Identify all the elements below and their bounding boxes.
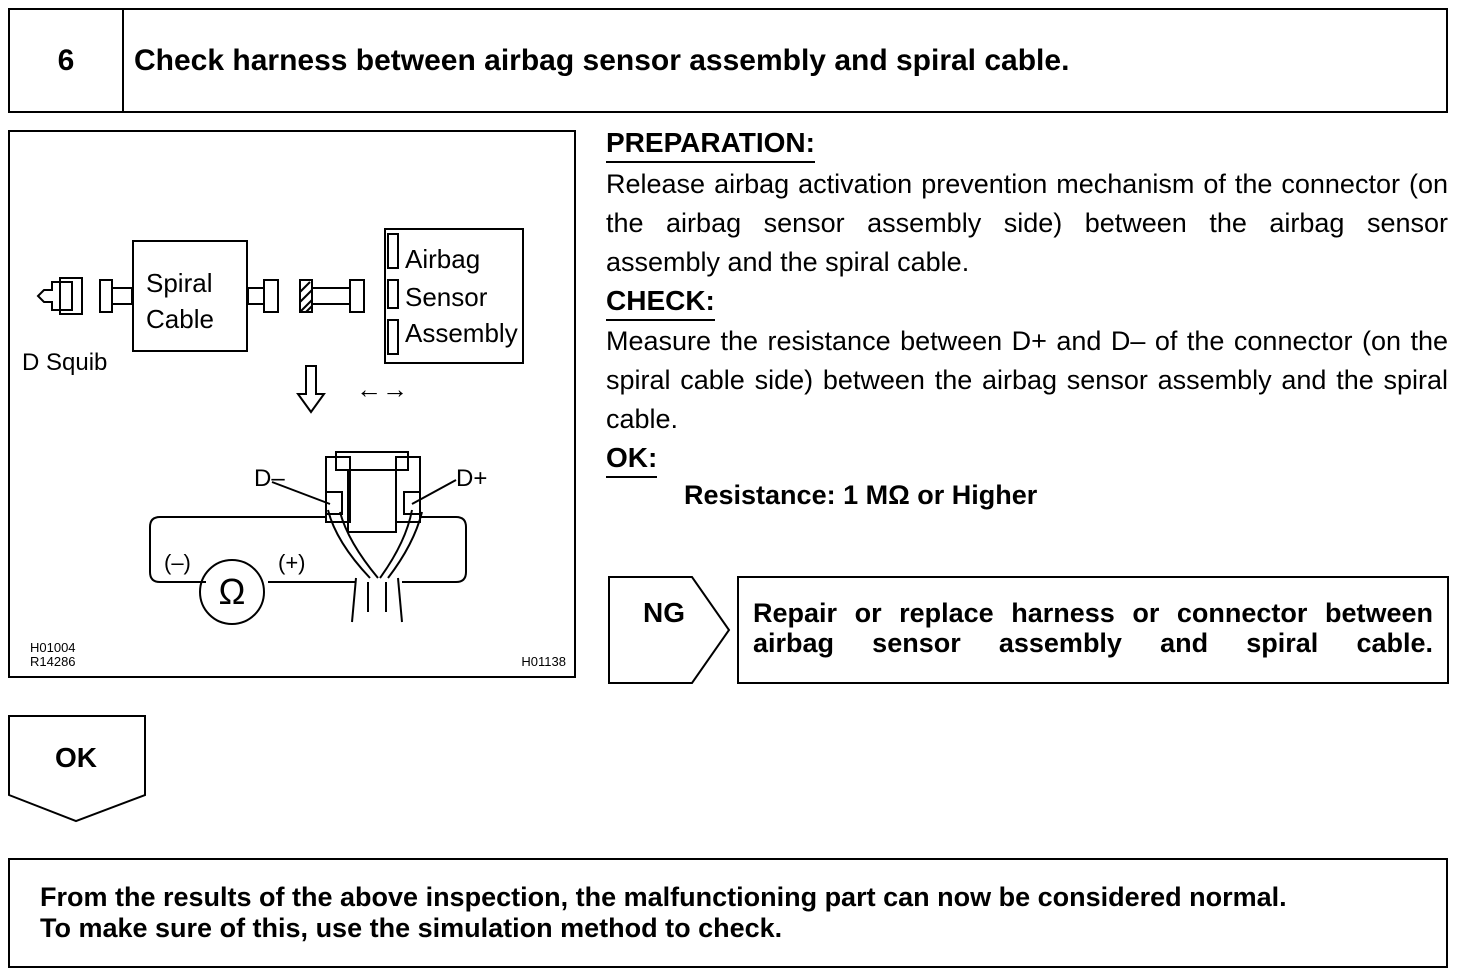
ok-resistance-value: Resistance: 1 MΩ or Higher bbox=[684, 480, 1038, 510]
inspection-diagram: Spiral Cable Airbag Sensor Assembly D Sq… bbox=[8, 130, 576, 678]
label-assembly: Assembly bbox=[405, 318, 518, 348]
ng-arrow: NG bbox=[608, 576, 731, 684]
label-disconnect-arrows: ←→ bbox=[356, 374, 408, 404]
step-title: Check harness between airbag sensor asse… bbox=[134, 43, 1070, 77]
ng-label: NG bbox=[643, 597, 685, 628]
ng-result-text: Repair or replace harness or connector b… bbox=[753, 598, 1433, 658]
preparation-heading: PREPARATION: bbox=[606, 126, 815, 163]
ok-flow-label: OK bbox=[55, 742, 97, 773]
diagram-svg: Spiral Cable Airbag Sensor Assembly D Sq… bbox=[22, 228, 566, 669]
preparation-text: Release airbag activation prevention mec… bbox=[606, 169, 1448, 277]
label-positive: (+) bbox=[278, 550, 306, 575]
label-d-plus: D+ bbox=[456, 465, 487, 492]
ohm-meter-icon: Ω bbox=[219, 571, 246, 612]
label-cable: Cable bbox=[146, 304, 214, 334]
label-d-squib: D Squib bbox=[22, 349, 107, 376]
conclusion-line-1: From the results of the above inspection… bbox=[40, 882, 1287, 912]
conclusion-line-2: To make sure of this, use the simulation… bbox=[40, 913, 783, 943]
label-negative: (–) bbox=[164, 550, 191, 575]
step-number: 6 bbox=[10, 10, 124, 111]
step-header: 6 Check harness between airbag sensor as… bbox=[8, 8, 1448, 113]
figure-code-2: R14286 bbox=[30, 654, 76, 669]
label-d-minus: D– bbox=[254, 465, 285, 492]
ok-arrow: OK bbox=[8, 715, 146, 823]
figure-code-3: H01138 bbox=[521, 654, 566, 669]
ok-heading: OK: bbox=[606, 441, 658, 478]
check-heading: CHECK: bbox=[606, 284, 715, 321]
check-text: Measure the resistance between D+ and D–… bbox=[606, 326, 1448, 434]
label-airbag: Airbag bbox=[405, 244, 480, 274]
ng-result-box: Repair or replace harness or connector b… bbox=[737, 576, 1449, 684]
conclusion-box: From the results of the above inspection… bbox=[8, 858, 1448, 968]
label-spiral: Spiral bbox=[146, 268, 212, 298]
figure-code-1: H01004 bbox=[30, 640, 76, 655]
label-sensor: Sensor bbox=[405, 282, 488, 312]
